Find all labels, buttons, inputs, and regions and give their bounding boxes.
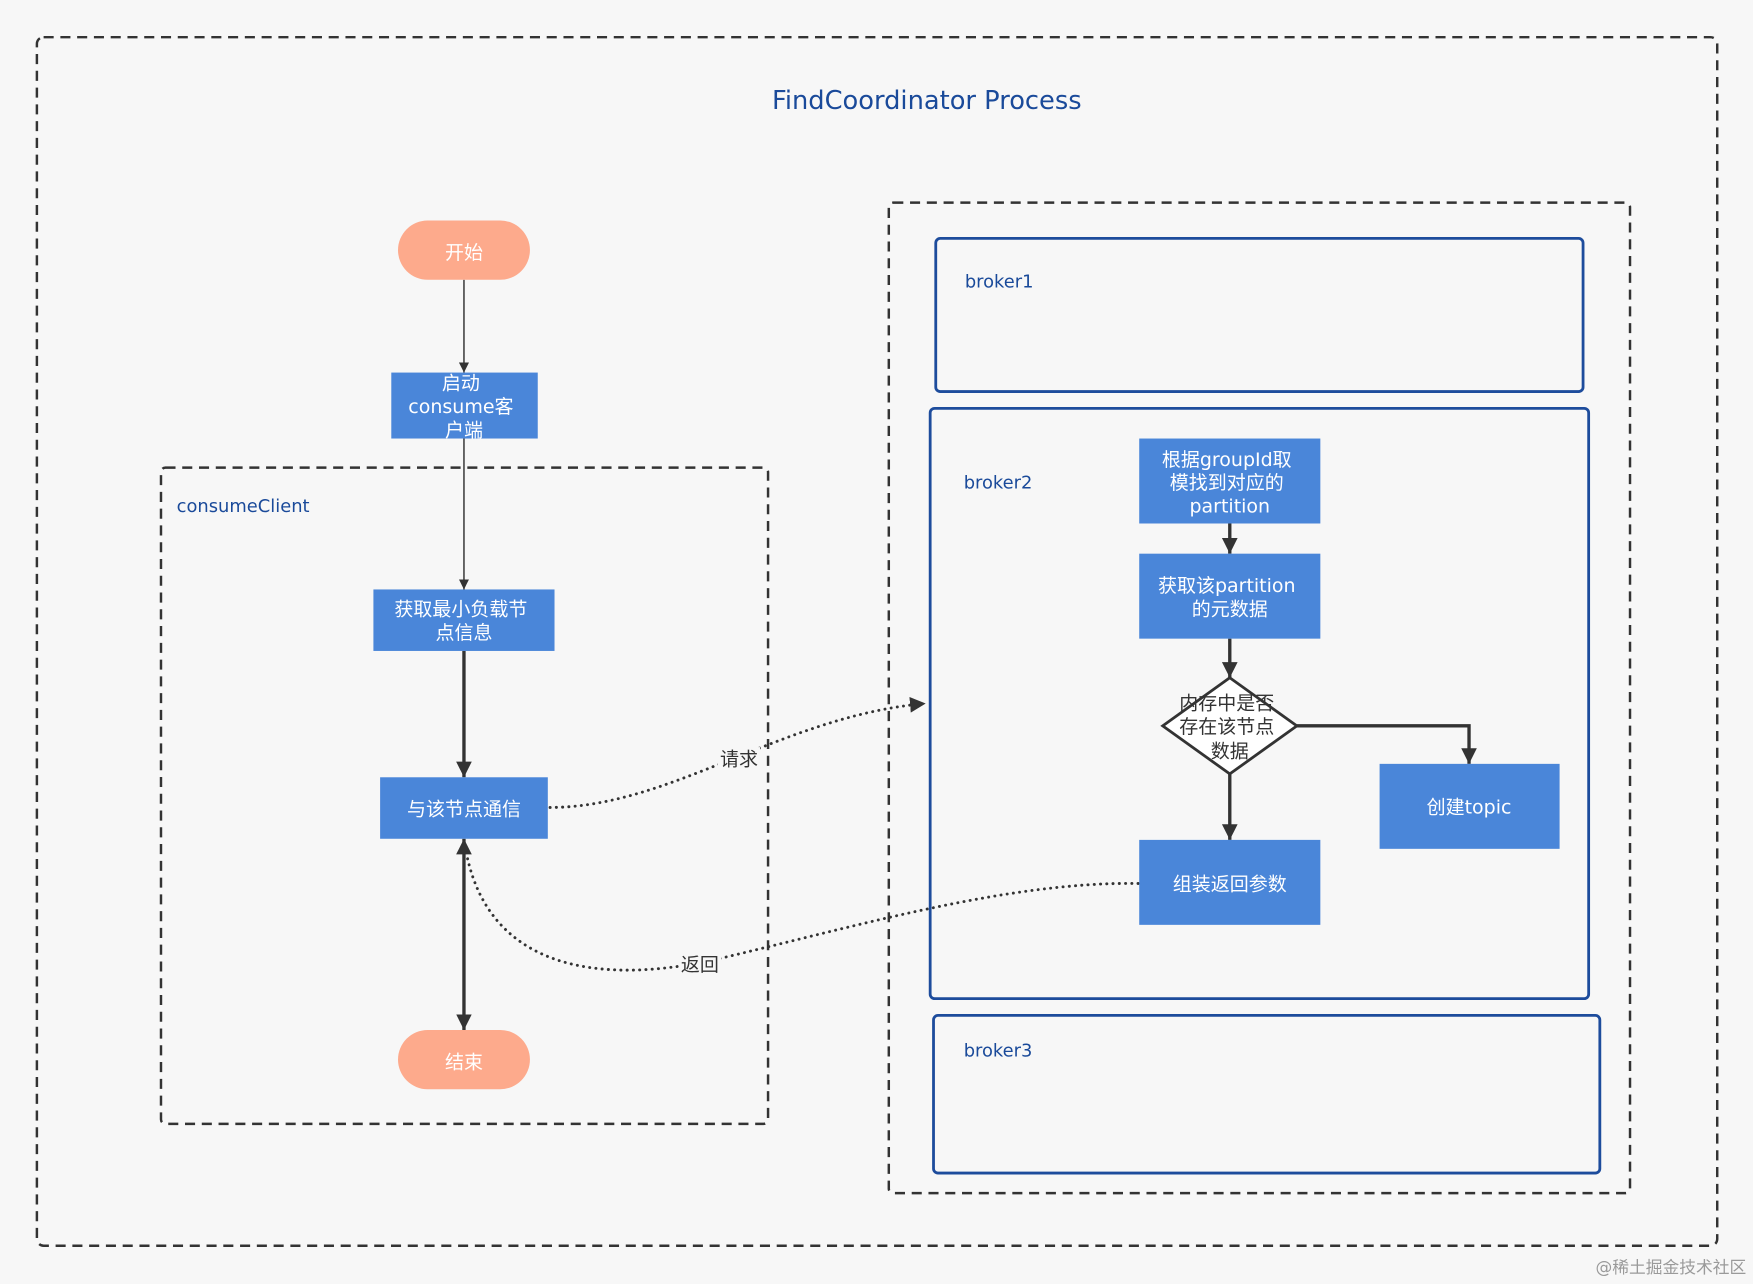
partition-metadata-node-label: 获取该partition 的元数据 (1158, 575, 1302, 620)
node-label-line: 获取最小负载节 (394, 599, 527, 621)
node-label-line: 创建topic (1427, 796, 1512, 818)
node-label-line: 点信息 (435, 622, 492, 644)
node-label-line: 组装返回参数 (1173, 874, 1287, 896)
watermark: @稀土掘金技术社区 (1596, 1257, 1747, 1277)
edge-return-dotted (464, 850, 1140, 972)
node-label-line: 根据groupId取 (1162, 449, 1292, 471)
start-client-node (391, 372, 538, 439)
node-label-line: 户端 (445, 420, 483, 442)
end-node-label: 结束 (445, 1051, 483, 1073)
broker1-label: broker1 (965, 272, 1034, 293)
create-topic-node (1379, 763, 1560, 849)
return-label-background (678, 952, 722, 978)
request-label: 请求 (720, 748, 758, 770)
return-label: 返回 (681, 954, 719, 976)
outer-frame (35, 35, 1719, 1247)
get-min-load-node (373, 589, 555, 651)
node-label-line: partition (1189, 496, 1270, 518)
broker-cluster-group (887, 201, 1632, 1195)
find-partition-node-label: 根据groupId取 模找到对应的 partition (1162, 449, 1298, 518)
assemble-response-node-label: 组装返回参数 (1173, 874, 1287, 896)
node-label-line: 数据 (1211, 741, 1249, 763)
node-label-line: 获取该partition (1158, 575, 1296, 597)
consume-client-group (159, 466, 770, 1126)
start-node (398, 220, 530, 280)
broker2-label: broker2 (964, 473, 1033, 494)
assemble-response-node (1139, 839, 1321, 925)
edge-decision-to-create-topic (1296, 724, 1477, 764)
node-label-line: 与该节点通信 (407, 799, 521, 821)
get-min-load-node-label: 获取最小负载节 点信息 (394, 599, 533, 644)
request-label-background (717, 747, 761, 772)
broker3-label: broker3 (964, 1041, 1033, 1062)
communicate-node (380, 777, 548, 839)
exists-in-memory-decision (1160, 676, 1300, 776)
node-label-line: 启动 (442, 373, 480, 395)
node-label-line: 的元数据 (1192, 599, 1268, 621)
broker1-box (934, 237, 1585, 393)
consume-client-label: consumeClient (177, 496, 310, 517)
node-label-line: 开始 (445, 242, 483, 264)
node-label-line: 存在该节点 (1179, 716, 1274, 738)
communicate-node-label: 与该节点通信 (407, 799, 521, 821)
node-label-line: 结束 (445, 1051, 483, 1073)
create-topic-node-label: 创建topic (1427, 796, 1512, 818)
end-node (398, 1029, 530, 1090)
broker2-box (928, 406, 1591, 1001)
node-label-line: 内存中是否 (1179, 692, 1274, 714)
node-label-line: 模找到对应的 (1170, 472, 1284, 494)
find-partition-node (1139, 438, 1321, 524)
diagram-title: FindCoordinator Process (772, 86, 1082, 116)
node-label-line: consume客 (408, 396, 513, 418)
broker3-box (932, 1014, 1602, 1175)
start-node-label: 开始 (445, 242, 483, 264)
exists-in-memory-decision-label: 内存中是否 存在该节点 数据 (1179, 692, 1280, 762)
start-client-node-label: 启动 consume客 户端 (408, 373, 519, 442)
partition-metadata-node (1139, 553, 1321, 639)
